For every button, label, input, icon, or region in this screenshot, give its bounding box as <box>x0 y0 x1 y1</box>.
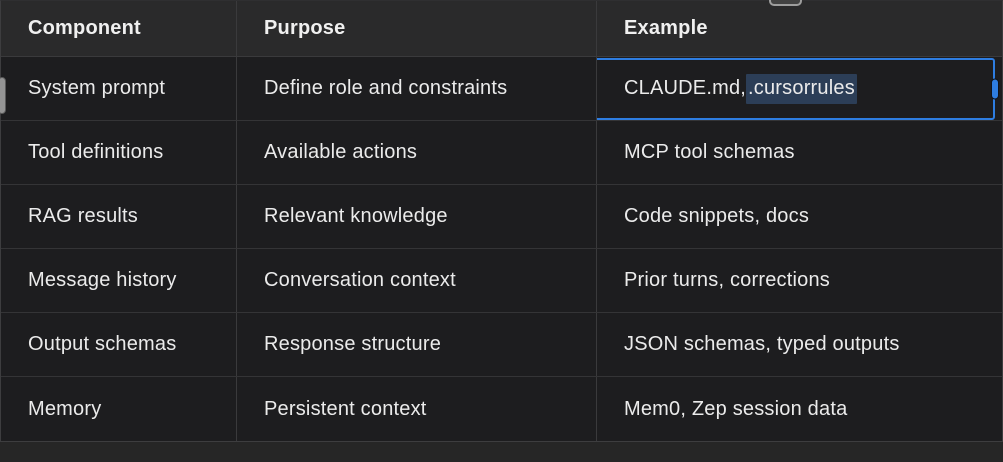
top-partial-handle[interactable] <box>769 0 802 6</box>
cell-example[interactable]: JSON schemas, typed outputs <box>624 333 900 355</box>
cell-example[interactable]: Mem0, Zep session data <box>624 397 848 420</box>
table-header-row: Component Purpose Example <box>1 1 1002 57</box>
column-header-component[interactable]: Component <box>1 1 237 56</box>
cell-component[interactable]: Tool definitions <box>1 121 237 184</box>
cell-component[interactable]: Output schemas <box>1 313 237 376</box>
cell-purpose[interactable]: Conversation context <box>237 249 597 312</box>
cell-purpose[interactable]: Define role and constraints <box>237 57 597 120</box>
cell-purpose[interactable]: Response structure <box>237 313 597 376</box>
cell-purpose[interactable]: Relevant knowledge <box>237 185 597 248</box>
cell-purpose[interactable]: Available actions <box>237 121 597 184</box>
cell-component[interactable]: Message history <box>1 249 237 312</box>
cell-purpose[interactable]: Persistent context <box>237 377 597 441</box>
selection-resize-handle[interactable] <box>991 78 999 99</box>
cell-component[interactable]: System prompt <box>1 57 237 120</box>
column-header-purpose[interactable]: Purpose <box>237 1 597 56</box>
column-header-example[interactable]: Example <box>624 17 708 39</box>
cell-example[interactable]: MCP tool schemas <box>624 141 795 163</box>
cell-example[interactable]: Prior turns, corrections <box>624 269 830 291</box>
text-selection-highlight: .cursorrules <box>746 73 857 104</box>
row-drag-handle[interactable] <box>0 77 6 114</box>
cell-example[interactable]: CLAUDE.md, .cursorrules <box>597 57 1002 120</box>
cell-component[interactable]: Memory <box>1 377 237 441</box>
cell-component[interactable]: RAG results <box>1 185 237 248</box>
cell-example[interactable]: Code snippets, docs <box>624 205 810 227</box>
cell-text: CLAUDE.md, <box>624 77 747 99</box>
